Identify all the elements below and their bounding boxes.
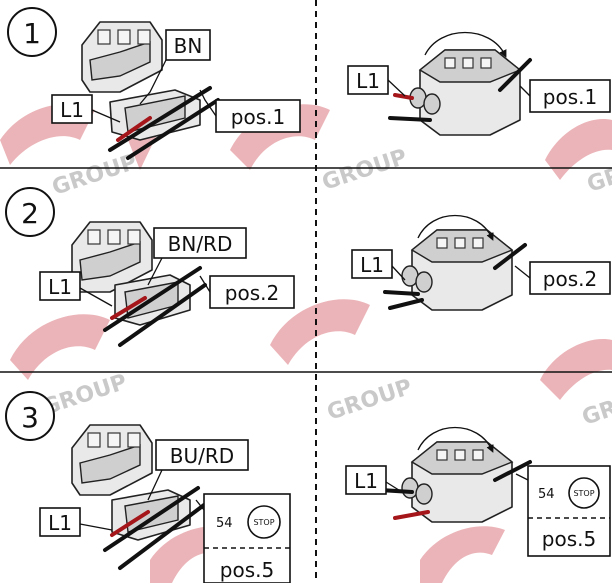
conductor-callout <box>39 271 81 301</box>
conductor-label: L1 <box>48 511 72 535</box>
row-1: 1 BN L1 pos.1 <box>7 7 611 160</box>
position-label: pos.5 <box>542 527 596 551</box>
wire-color-callout <box>155 439 249 471</box>
rotate-arrow-icon <box>417 427 494 453</box>
position-label: pos.1 <box>543 85 597 109</box>
rotate-arrow-icon <box>417 215 494 241</box>
watermark-swoosh <box>540 339 612 400</box>
position-callout <box>215 99 301 133</box>
conductor-callout <box>51 94 93 124</box>
conductor-label: L1 <box>48 275 72 299</box>
step-number: 2 <box>21 197 39 230</box>
row-3: 3 BU/RD L1 54 STOP pos.5 <box>5 391 611 583</box>
watermark-swoosh <box>270 299 370 365</box>
step-badge <box>5 391 55 441</box>
row-2: 2 BN/RD L1 pos.2 <box>5 187 611 347</box>
stop-position-box <box>203 493 291 583</box>
rotate-arrow-icon <box>424 32 507 58</box>
position-label: pos.2 <box>225 281 279 305</box>
step-number: 1 <box>23 17 41 50</box>
watermark-text: GROUP <box>579 380 612 431</box>
stop-sign-icon <box>247 505 281 539</box>
wire-color-label: BN <box>174 34 203 58</box>
connector-closed <box>388 32 532 136</box>
watermark-swoosh <box>545 119 612 180</box>
wire-color-callout <box>165 29 211 61</box>
conductor-label: L1 <box>354 469 378 493</box>
stop-code: 54 <box>216 516 233 531</box>
conductor-label: L1 <box>60 98 84 122</box>
watermark-text: GROUP <box>319 145 410 196</box>
watermark-swoosh <box>420 526 505 583</box>
watermark-text: GROUP <box>324 375 415 426</box>
position-callout <box>209 275 295 309</box>
step-number: 3 <box>21 401 39 434</box>
position-label: pos.2 <box>543 267 597 291</box>
watermark-layer: GROUP GROUP GROUP GROUP GROUP GROUP <box>0 104 612 583</box>
watermark-swoosh <box>10 314 110 380</box>
position-callout <box>529 261 611 295</box>
stop-position-box <box>527 465 611 557</box>
conductor-callout <box>345 465 387 495</box>
wire-color-label: BN/RD <box>168 232 233 256</box>
position-label: pos.5 <box>220 558 274 582</box>
connector-closed <box>383 215 527 311</box>
wire-color-callout <box>153 227 247 259</box>
stop-code: 54 <box>538 487 555 502</box>
connector-open <box>71 221 207 347</box>
conductor-callout <box>39 507 81 537</box>
position-label: pos.1 <box>231 105 285 129</box>
connector-open <box>81 21 220 160</box>
conductor-label: L1 <box>360 253 384 277</box>
conductor-callout <box>351 249 393 279</box>
stop-sign-icon <box>568 477 600 509</box>
step-badge <box>7 7 57 57</box>
wire-color-label: BU/RD <box>170 444 234 468</box>
step-badge <box>5 187 55 237</box>
connector-open <box>71 424 206 570</box>
stop-label: STOP <box>573 489 594 498</box>
conductor-callout <box>347 65 389 95</box>
conductor-label: L1 <box>356 69 380 93</box>
connector-closed <box>378 427 532 523</box>
stop-label: STOP <box>253 518 274 527</box>
